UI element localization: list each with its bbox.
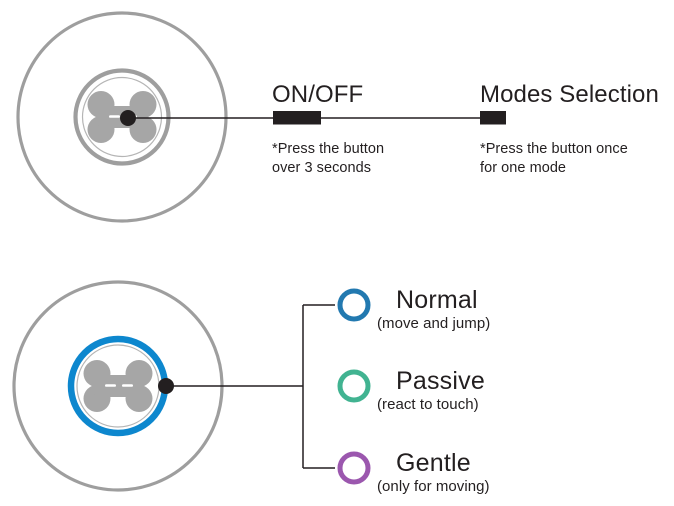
callout-note-modes-line1: *Press the button once	[480, 141, 628, 157]
mode-marker-gentle[interactable]	[337, 451, 371, 485]
callout-note-onoff-line2: over 3 seconds	[272, 160, 372, 176]
mode-description-normal: (move and jump)	[377, 315, 491, 332]
mode-label-normal: Normal	[396, 286, 478, 314]
callout-label-onoff: ON/OFF	[272, 81, 364, 108]
bone-dash-left	[109, 115, 120, 118]
top-callout-anchor-dot	[120, 110, 136, 126]
mode-description-gentle: (only for moving)	[377, 478, 490, 495]
mode-label-gentle: Gentle	[396, 449, 471, 477]
mode-description-passive: (react to touch)	[377, 396, 479, 413]
bone-dash-left	[105, 384, 116, 387]
top-callout-connector	[120, 110, 506, 126]
callout-note-onoff-line1: *Press the button	[272, 141, 385, 157]
mode-label-passive: Passive	[396, 367, 485, 395]
device-bottom-graphic	[12, 280, 224, 492]
modes-bar-marker[interactable]	[480, 111, 506, 125]
bone-dash-right	[122, 384, 133, 387]
callout-label-modes-selection: Modes Selection	[480, 81, 659, 108]
mode-bracket-connector	[158, 304, 335, 469]
callout-note-modes-line2: for one mode	[480, 160, 567, 176]
device-top-outer-ring	[16, 11, 228, 223]
bottom-callout-anchor-dot	[158, 378, 174, 394]
mode-marker-normal[interactable]	[337, 288, 371, 322]
onoff-bar-marker[interactable]	[273, 111, 321, 125]
mode-marker-passive[interactable]	[337, 369, 371, 403]
